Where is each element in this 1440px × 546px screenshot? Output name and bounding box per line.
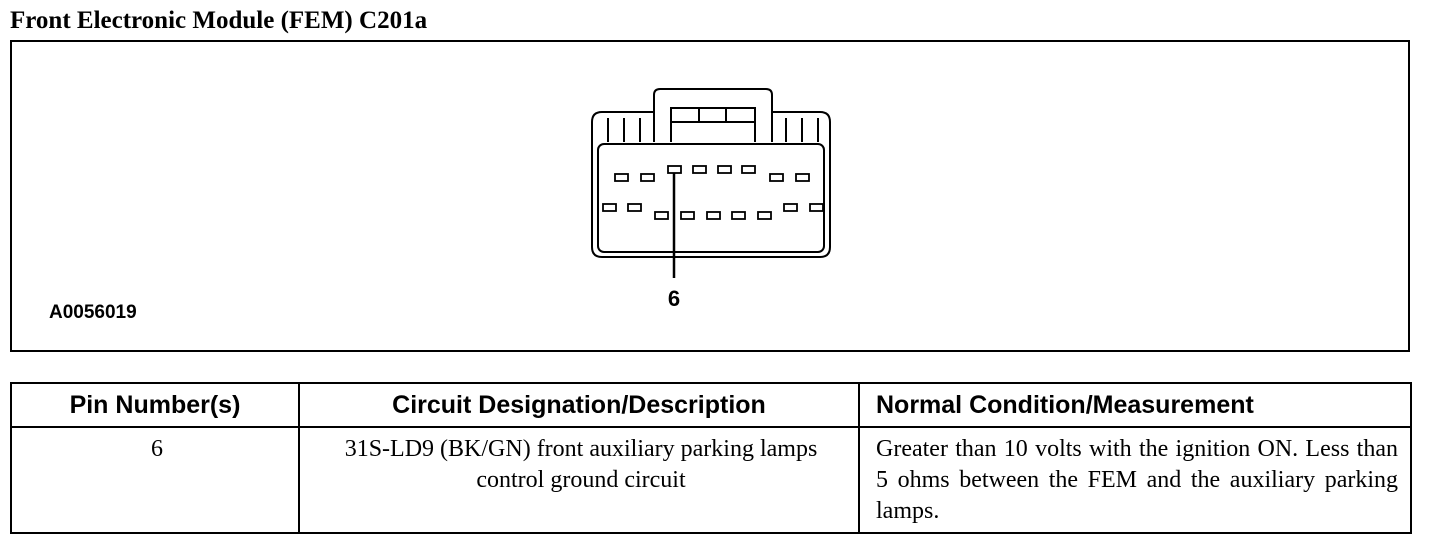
connector-diagram: 6 A0056019: [10, 40, 1410, 352]
cell-pin-number: 6: [10, 426, 300, 534]
table-header-row: Pin Number(s) Circuit Designation/Descri…: [10, 382, 1412, 428]
connector-body: [591, 111, 831, 258]
connector-face-drawing: [591, 88, 831, 278]
pin-callout-label: 6: [667, 286, 681, 311]
column-header-condition: Normal Condition/Measurement: [858, 382, 1412, 428]
table-row: 6 31S-LD9 (BK/GN) front auxiliary parkin…: [10, 426, 1412, 534]
column-header-pin: Pin Number(s): [10, 382, 300, 428]
connector-latch: [653, 88, 773, 142]
pin-row-1: [614, 165, 810, 182]
cell-circuit-description: 31S-LD9 (BK/GN) front auxiliary parking …: [298, 426, 860, 534]
pin-row-2: [602, 203, 824, 220]
page-title: Front Electronic Module (FEM) C201a: [10, 7, 428, 34]
cell-normal-condition: Greater than 10 volts with the ignition …: [858, 426, 1412, 534]
figure-id: A0056019: [49, 302, 137, 323]
pin-table: Pin Number(s) Circuit Designation/Descri…: [10, 382, 1412, 534]
column-header-circuit: Circuit Designation/Description: [298, 382, 860, 428]
